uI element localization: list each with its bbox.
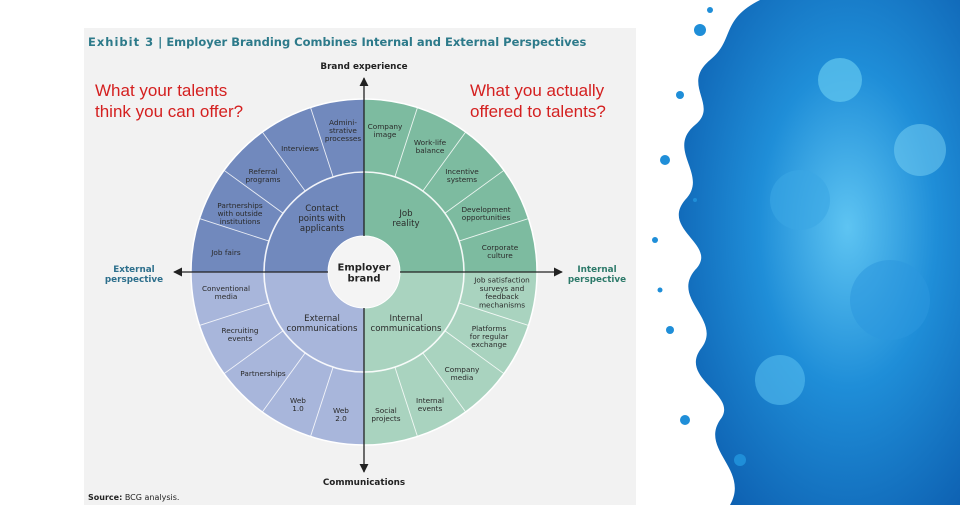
outer-ring-divider <box>261 352 306 413</box>
question-left-line: What your talents <box>95 81 228 100</box>
question-right-line: What you actually <box>470 81 605 100</box>
exhibit-number: Exhibit 3 <box>88 35 155 49</box>
question-right-line: offered to talents? <box>470 102 606 121</box>
diagram-axes <box>173 77 563 473</box>
outer-ring-divider <box>444 330 505 375</box>
exhibit-title: Exhibit 3 | Employer Branding Combines I… <box>88 35 587 49</box>
quadrant-top-right <box>364 99 537 272</box>
outer-ring-divider <box>199 218 270 242</box>
outer-label-bottom-left: Partnerships <box>240 369 286 378</box>
outer-label-top-left: Job fairs <box>210 248 241 257</box>
quadrant-bottom-left <box>191 272 364 445</box>
outer-ring-divider <box>422 352 467 413</box>
outer-ring-divider <box>394 366 418 437</box>
quadrant-top-left <box>191 99 364 272</box>
source-note: Source: BCG analysis. <box>88 493 179 502</box>
outer-ring-divider <box>310 366 334 437</box>
outer-ring-divider <box>422 131 467 192</box>
outer-ring-divider <box>444 169 505 214</box>
question-right: What you actually offered to talents? <box>470 80 606 122</box>
source-label: Source: <box>88 493 123 502</box>
axis-label-bottom: Communications <box>323 478 405 488</box>
blue-paint-splash <box>652 0 960 505</box>
axis-label-top: Brand experience <box>320 62 407 72</box>
source-text: BCG analysis. <box>124 493 180 502</box>
quadrant-bottom-right <box>364 272 537 445</box>
outer-ring-divider <box>223 330 284 375</box>
diagram-rings <box>190 98 538 446</box>
outer-ring-divider <box>458 302 529 326</box>
outer-ring-divider <box>199 302 270 326</box>
outer-ring-divider <box>394 107 418 178</box>
outer-ring-divider <box>223 169 284 214</box>
outer-ring-divider <box>261 131 306 192</box>
outer-ring-divider <box>310 107 334 178</box>
outer-ring-divider <box>458 218 529 242</box>
question-left: What your talents think you can offer? <box>95 80 243 122</box>
question-left-line: think you can offer? <box>95 102 244 121</box>
exhibit-heading: Employer Branding Combines Internal and … <box>166 35 587 49</box>
outer-label-top-left: Interviews <box>281 144 319 153</box>
